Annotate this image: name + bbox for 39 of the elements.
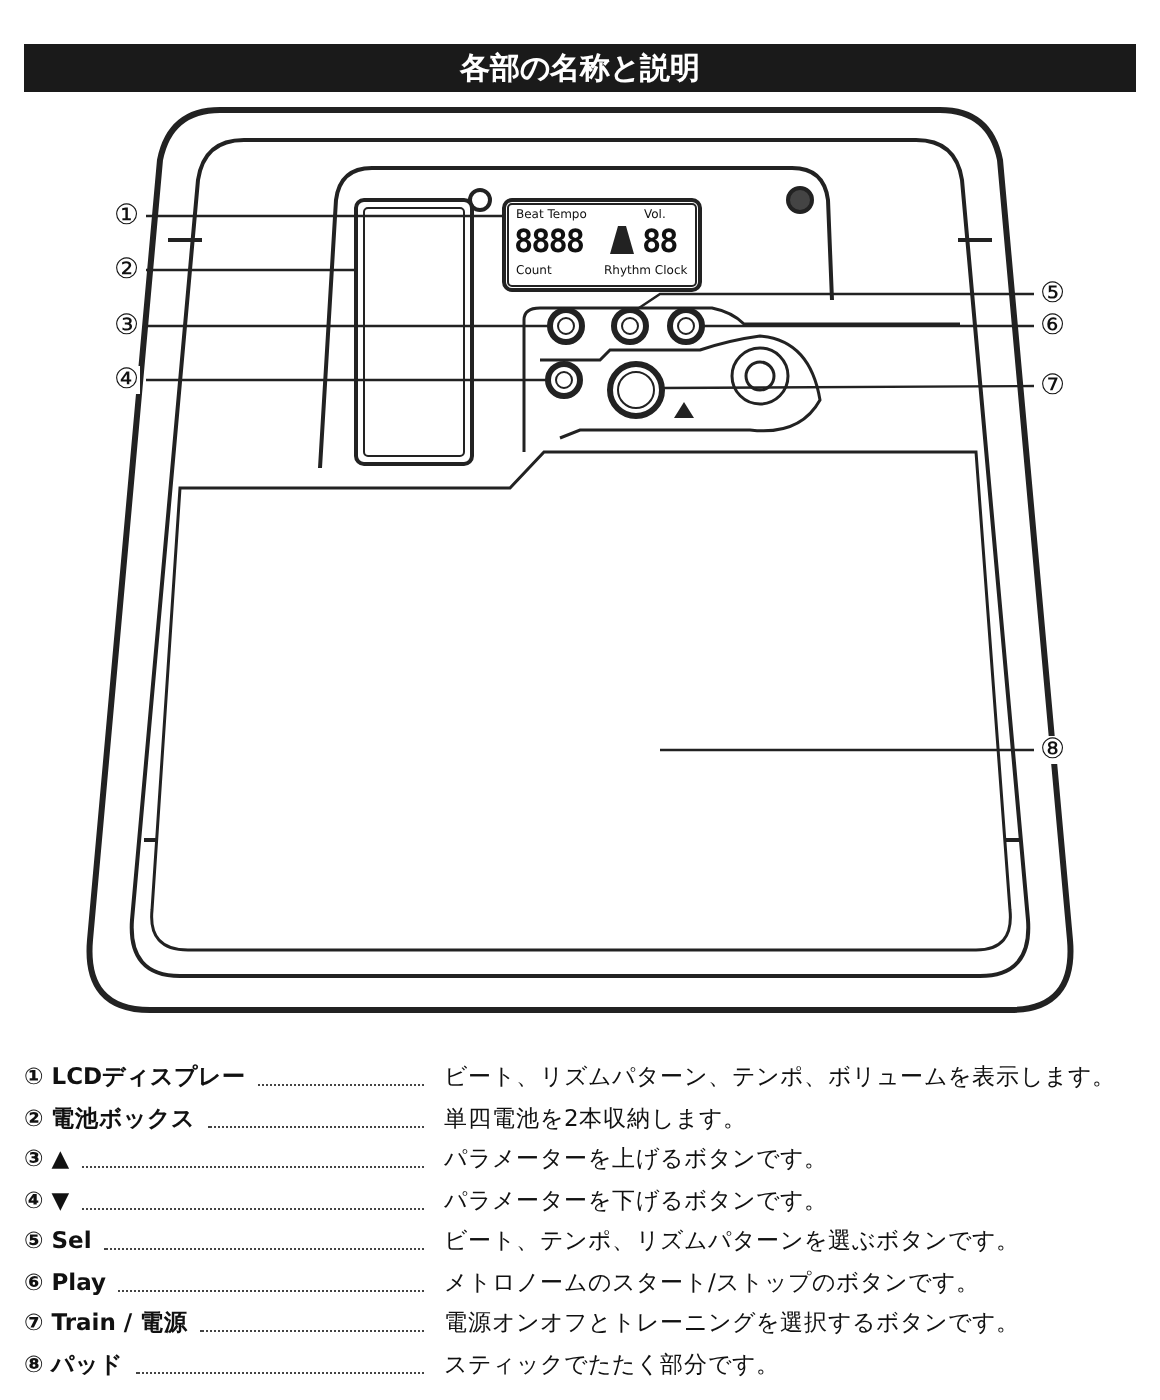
part-description: 単四電池を2本収納します。	[444, 1107, 747, 1130]
round-button	[545, 361, 583, 399]
part-name: ④ ▼	[24, 1189, 74, 1212]
round-button	[667, 307, 705, 345]
leader-line	[662, 384, 1034, 390]
callout-number: ⑤	[1040, 280, 1066, 308]
round-button	[611, 307, 649, 345]
lcd-screen	[502, 198, 702, 292]
callout-number: ⑥	[1040, 312, 1066, 340]
part-name: ⑦ Train / 電源	[24, 1312, 193, 1335]
part-name: ⑥ Play	[24, 1271, 111, 1294]
digit-readout: 8888	[514, 226, 584, 258]
callout-number: ①	[114, 202, 140, 230]
leader-line	[146, 324, 550, 328]
callout-number: ②	[114, 256, 140, 284]
part-description: メトロノームのスタート/ストップのボタンです。	[444, 1271, 980, 1294]
part-description: 電源オンオフとトレーニングを選択するボタンです。	[444, 1312, 1020, 1335]
callout-number: ③	[114, 312, 140, 340]
leader-line	[146, 214, 504, 218]
part-description: ビート、リズムパターン、テンポ、ボリュームを表示します。	[444, 1066, 1116, 1089]
part-description: ビート、テンポ、リズムパターンを選ぶボタンです。	[444, 1230, 1020, 1253]
callout-number: ④	[114, 366, 140, 394]
round-button	[547, 307, 585, 345]
part-name: ⑤ Sel	[24, 1230, 96, 1253]
leader-line	[702, 324, 1034, 328]
battery-compartment	[354, 198, 474, 466]
part-description: スティックでたたく部分です。	[444, 1353, 780, 1376]
callout-number: ⑦	[1040, 372, 1066, 400]
leader-line	[635, 292, 1034, 311]
part-description: パラメーターを上げるボタンです。	[444, 1148, 828, 1171]
round-button	[607, 361, 665, 419]
title-banner: 各部の名称と説明	[24, 44, 1136, 92]
leader-line	[146, 268, 356, 272]
part-description: パラメーターを下げるボタンです。	[444, 1189, 828, 1212]
digit-readout: 88	[642, 226, 677, 258]
drum-pad	[150, 450, 1012, 952]
leader-line	[146, 378, 548, 382]
callout-number: ⑧	[1040, 736, 1066, 764]
part-name: ③ ▲	[24, 1148, 74, 1171]
